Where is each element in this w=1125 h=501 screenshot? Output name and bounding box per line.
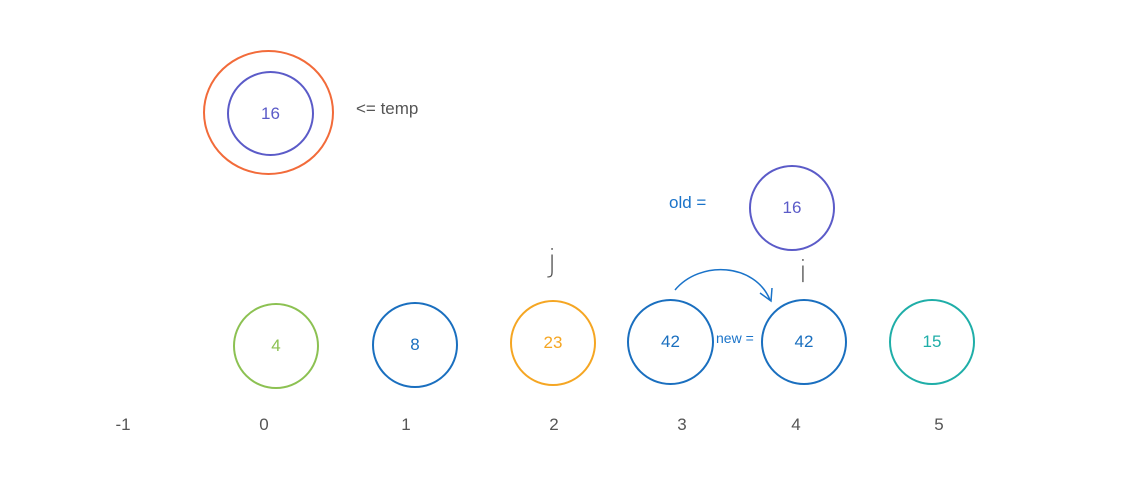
array-node-value: 8 xyxy=(410,335,420,354)
index-label: 2 xyxy=(549,415,559,434)
array-node-3: 42 xyxy=(627,299,714,385)
pointer-i: i xyxy=(798,255,808,290)
old-value: 16 xyxy=(782,198,802,217)
temp-value: 16 xyxy=(261,103,280,123)
array-node-value: 4 xyxy=(271,336,281,355)
array-node-value: 15 xyxy=(922,332,942,351)
index-label: 1 xyxy=(401,415,411,434)
array-node-value: 23 xyxy=(543,333,563,352)
index-label: -1 xyxy=(115,415,131,434)
array-node-value: 42 xyxy=(794,332,814,351)
index-label: 4 xyxy=(791,415,801,434)
old-node: 16 xyxy=(749,165,835,251)
temp-node: 16 xyxy=(227,71,314,156)
pointer-j: j xyxy=(547,244,557,279)
array-node-1: 8 xyxy=(372,302,458,388)
index-label: 3 xyxy=(677,415,687,434)
new-label: new = xyxy=(716,330,754,346)
array-node-value: 42 xyxy=(661,332,680,351)
temp-outer-circle xyxy=(203,50,334,175)
array-node-2: 23 xyxy=(510,300,596,386)
index-label: 0 xyxy=(259,415,269,434)
array-node-4: 42 xyxy=(761,299,847,385)
old-label: old = xyxy=(669,193,707,212)
temp-label: <= temp xyxy=(356,99,419,118)
array-node-5: 15 xyxy=(889,299,975,385)
array-node-0: 4 xyxy=(233,303,319,389)
index-label: 5 xyxy=(934,415,944,434)
